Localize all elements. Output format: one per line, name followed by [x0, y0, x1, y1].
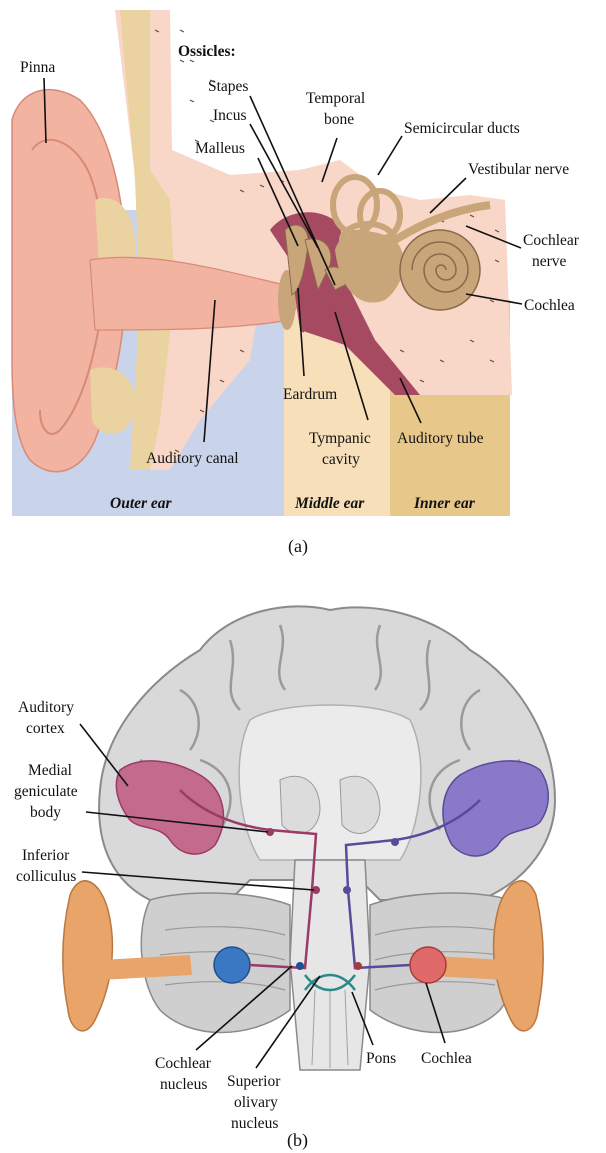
label-medial-geniculate-1: Medial: [28, 762, 72, 779]
right-cochlea: [410, 947, 446, 983]
label-cochlea: Cochlea: [524, 297, 575, 314]
label-temporal-bone-2: bone: [324, 111, 354, 128]
label-cochlear-nerve-2: nerve: [532, 253, 567, 270]
white-matter: [239, 705, 421, 860]
panel-a-ear-anatomy: Ossicles: Pinna Stapes Incus Malleus Tem…: [12, 10, 580, 557]
label-auditory-cortex-2: cortex: [26, 720, 65, 737]
cochlea: [400, 230, 480, 310]
caption-b: (b): [287, 1130, 308, 1151]
label-pons: Pons: [366, 1050, 396, 1067]
region-inner-ear: Inner ear: [413, 495, 476, 512]
label-tympanic-cavity-2: cavity: [322, 451, 360, 468]
left-cochlea: [214, 947, 250, 983]
label-cochlear-nucleus-1: Cochlear: [155, 1055, 212, 1072]
label-malleus: Malleus: [195, 140, 245, 157]
node-mgb-right: [391, 838, 399, 846]
label-semicircular-ducts: Semicircular ducts: [404, 120, 520, 137]
node-ic-right: [343, 886, 351, 894]
label-stapes: Stapes: [208, 78, 248, 95]
label-superior-olivary-1: Superior: [227, 1073, 281, 1090]
label-cochlea-b: Cochlea: [421, 1050, 472, 1067]
label-cochlear-nerve-1: Cochlear: [523, 232, 580, 249]
region-middle-ear: Middle ear: [294, 495, 365, 512]
caption-a: (a): [288, 536, 308, 557]
label-medial-geniculate-2: geniculate: [14, 783, 78, 800]
ossicles-heading: Ossicles:: [178, 43, 236, 60]
label-auditory-canal: Auditory canal: [146, 450, 239, 467]
node-cn-right: [354, 962, 362, 970]
label-incus: Incus: [213, 107, 247, 124]
label-superior-olivary-2: olivary: [234, 1094, 278, 1111]
label-eardrum: Eardrum: [283, 386, 337, 403]
label-superior-olivary-3: nucleus: [231, 1115, 278, 1132]
label-cochlear-nucleus-2: nucleus: [160, 1076, 207, 1093]
label-tympanic-cavity-1: Tympanic: [309, 430, 371, 447]
label-inferior-colliculus-2: colliculus: [16, 868, 76, 885]
label-inferior-colliculus-1: Inferior: [22, 847, 70, 864]
label-temporal-bone-1: Temporal: [306, 90, 365, 107]
label-auditory-tube: Auditory tube: [397, 430, 484, 447]
label-auditory-cortex-1: Auditory: [18, 699, 74, 716]
label-medial-geniculate-3: body: [30, 804, 61, 821]
panel-b-auditory-pathway: Auditory cortex Medial geniculate body I…: [14, 606, 555, 1151]
label-vestibular-nerve: Vestibular nerve: [468, 161, 569, 178]
node-cn-left: [296, 962, 304, 970]
label-pinna: Pinna: [20, 59, 55, 76]
region-outer-ear: Outer ear: [110, 495, 173, 512]
